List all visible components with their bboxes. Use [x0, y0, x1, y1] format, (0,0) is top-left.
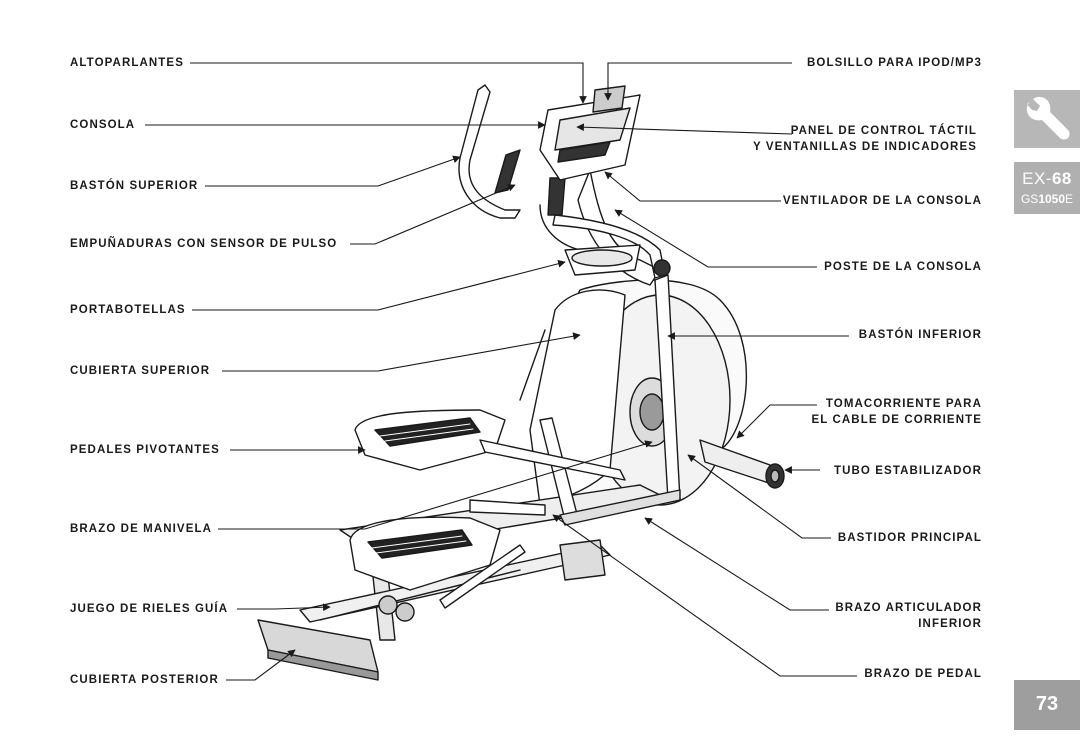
- label-juego-rieles: JUEGO DE RIELES GUÍA: [70, 603, 229, 615]
- label-tomacorriente: TOMACORRIENTE PARA EL CABLE DE CORRIENTE: [812, 397, 982, 427]
- submodel-name: GS1050E: [1014, 192, 1080, 206]
- leader-lines-right: [552, 62, 857, 677]
- label-portabotellas: PORTABOTELLAS: [70, 304, 186, 316]
- tools-tab: [1014, 90, 1080, 148]
- model-tab: EX-68 GS1050E: [1014, 162, 1080, 214]
- submodel-suffix: E: [1065, 192, 1074, 206]
- wrench-icon: [1026, 96, 1070, 140]
- label-pedales-pivotantes: PEDALES PIVOTANTES: [70, 444, 220, 456]
- label-tomacorriente-line2: EL CABLE DE CORRIENTE: [811, 414, 982, 426]
- label-cubierta-posterior: CUBIERTA POSTERIOR: [70, 674, 219, 686]
- model-name: EX-68: [1014, 169, 1080, 189]
- leader-lines-left: [145, 62, 653, 681]
- model-number: 68: [1051, 169, 1072, 188]
- model-prefix: EX-: [1022, 169, 1052, 188]
- label-panel-control: PANEL DE CONTROL TÁCTIL Y VENTANILLAS DE…: [753, 124, 977, 154]
- label-tubo: TUBO ESTABILIZADOR: [834, 465, 982, 477]
- machine-drawing: [257, 84, 785, 681]
- label-cubierta-superior: CUBIERTA SUPERIOR: [70, 365, 211, 377]
- label-brazo-articulador: BRAZO ARTICULADOR INFERIOR: [835, 601, 982, 631]
- label-empunaduras: EMPUÑADURAS CON SENSOR DE PULSO: [70, 238, 338, 250]
- page-number-tab: 73: [1014, 680, 1080, 730]
- label-brazo-articulador-line2: INFERIOR: [918, 618, 982, 630]
- submodel-number: 1050: [1038, 192, 1066, 206]
- submodel-prefix: GS: [1020, 192, 1039, 206]
- label-baston-superior: BASTÓN SUPERIOR: [70, 180, 199, 192]
- label-poste: POSTE DE LA CONSOLA: [824, 261, 982, 273]
- label-bolsillo: BOLSILLO PARA IPOD/MP3: [807, 57, 982, 69]
- label-brazo-articulador-line1: BRAZO ARTICULADOR: [835, 602, 982, 614]
- label-panel-line1: PANEL DE CONTROL TÁCTIL: [790, 125, 977, 137]
- label-baston-inferior: BASTÓN INFERIOR: [858, 329, 982, 341]
- label-brazo-pedal: BRAZO DE PEDAL: [864, 668, 982, 680]
- label-consola: CONSOLA: [70, 119, 136, 131]
- label-tomacorriente-line1: TOMACORRIENTE PARA: [825, 398, 982, 410]
- label-altoparlantes: ALTOPARLANTES: [70, 57, 184, 69]
- label-brazo-manivela: BRAZO DE MANIVELA: [70, 523, 213, 535]
- label-bastidor: BASTIDOR PRINCIPAL: [837, 532, 982, 544]
- label-panel-line2: Y VENTANILLAS DE INDICADORES: [753, 141, 977, 153]
- page-number: 73: [1035, 693, 1059, 715]
- label-ventilador: VENTILADOR DE LA CONSOLA: [782, 195, 982, 207]
